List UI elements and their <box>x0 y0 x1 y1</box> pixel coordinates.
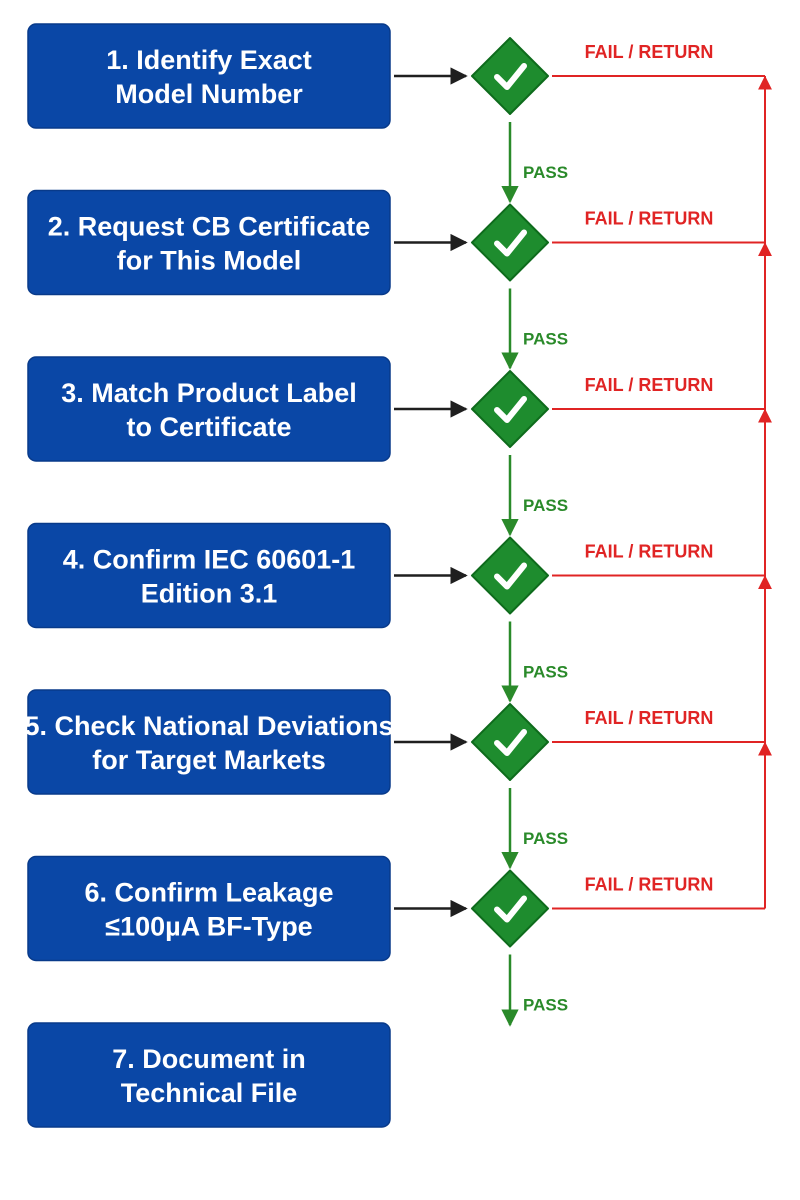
decision-diamond-4 <box>471 536 549 615</box>
step-7-label-line-2: Technical File <box>121 1078 298 1108</box>
decision-diamond-6 <box>471 869 549 948</box>
step-1-label-line-2: Model Number <box>115 79 303 109</box>
pass-label-6: PASS <box>523 996 568 1015</box>
step-box-5 <box>27 689 391 795</box>
step-3-label-line-1: 3. Match Product Label <box>61 378 357 408</box>
step-box-3 <box>27 356 391 462</box>
step-6-label-line-1: 6. Confirm Leakage <box>84 878 333 908</box>
step-5-label-line-1: 5. Check National Deviations <box>24 711 393 741</box>
fail-return-label-2: FAIL / RETURN <box>585 209 714 229</box>
decision-diamond-3 <box>471 370 549 448</box>
checkmark-icon <box>494 63 527 90</box>
step-box-2 <box>27 189 391 296</box>
fail-return-label-5: FAIL / RETURN <box>585 708 714 728</box>
checkmark-icon <box>494 229 527 257</box>
step-box-1 <box>27 23 391 129</box>
step-2-label-line-2: for This Model <box>117 246 302 276</box>
checkmark-icon <box>494 562 527 590</box>
step-4-label-line-2: Edition 3.1 <box>141 579 278 609</box>
fail-return-label-3: FAIL / RETURN <box>585 375 714 395</box>
pass-label-3: PASS <box>523 496 568 515</box>
step-1-label-line-1: 1. Identify Exact <box>106 45 312 75</box>
step-5-label-line-2: for Target Markets <box>92 745 326 775</box>
fail-return-label-6: FAIL / RETURN <box>585 875 714 895</box>
decision-diamond-2 <box>471 203 549 282</box>
pass-label-5: PASS <box>523 829 568 848</box>
checkmark-icon <box>494 895 527 923</box>
step-box-6 <box>27 855 391 962</box>
step-6-label-line-2: ≤100µA BF-Type <box>105 912 312 942</box>
pass-label-2: PASS <box>523 330 568 349</box>
checkmark-icon <box>494 729 527 756</box>
decision-diamond-5 <box>471 703 549 781</box>
decision-diamond-1 <box>471 37 549 115</box>
pass-label-4: PASS <box>523 663 568 682</box>
checkmark-icon <box>494 396 527 423</box>
step-box-7 <box>27 1022 391 1128</box>
step-box-4 <box>27 522 391 629</box>
step-4-label-line-1: 4. Confirm IEC 60601-1 <box>63 545 356 575</box>
fail-return-label-4: FAIL / RETURN <box>585 542 714 562</box>
fail-return-label-1: FAIL / RETURN <box>585 42 714 62</box>
step-7-label-line-1: 7. Document in <box>112 1044 306 1074</box>
pass-label-1: PASS <box>523 163 568 182</box>
step-3-label-line-2: to Certificate <box>126 412 291 442</box>
step-2-label-line-1: 2. Request CB Certificate <box>48 212 371 242</box>
